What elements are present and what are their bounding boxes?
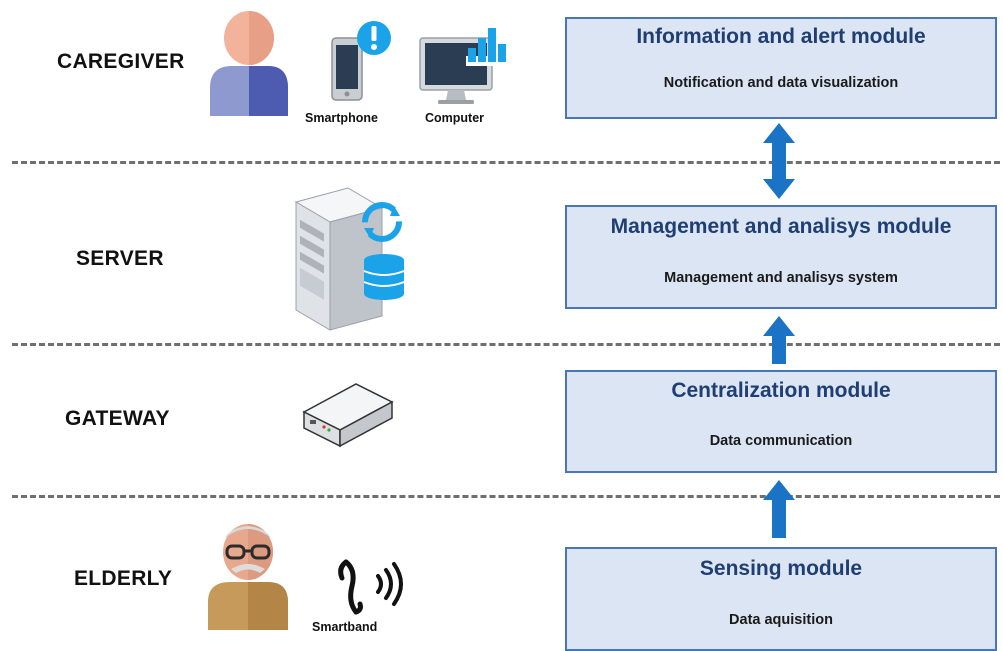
smartband-label: Smartband (312, 620, 378, 634)
information-alert-module-title: Information and alert module (636, 25, 926, 48)
smartphone-label: Smartphone (305, 111, 378, 125)
bidirectional-arrow-icon (763, 123, 795, 199)
information-alert-module-subtitle: Notification and data visualization (663, 75, 899, 91)
management-analysis-module-subtitle: Management and analisys system (664, 270, 898, 286)
computer-icon (419, 28, 506, 104)
sensing-module: Sensing module Data aquisition (565, 547, 997, 651)
sensing-module-subtitle: Data aquisition (729, 612, 833, 628)
layer-label-elderly: ELDERLY (74, 567, 173, 590)
gateway-router-icon (302, 383, 394, 448)
information-alert-module: Information and alert module Notificatio… (565, 17, 997, 119)
centralization-module: Centralization module Data communication (565, 370, 997, 473)
layer-label-caregiver: CAREGIVER (57, 50, 185, 73)
layer-label-server: SERVER (76, 247, 164, 270)
layer-label-gateway: GATEWAY (65, 407, 170, 430)
divider-gateway-elderly (12, 495, 1000, 498)
computer-label: Computer (425, 111, 485, 125)
divider-caregiver-server (12, 161, 1000, 164)
smartband-icon (338, 559, 403, 615)
management-analysis-module-title: Management and analisys module (610, 215, 952, 238)
elderly-person-icon (208, 524, 288, 630)
divider-server-gateway (12, 343, 1000, 346)
sensing-module-title: Sensing module (699, 557, 863, 580)
smartphone-icon (331, 21, 391, 101)
management-analysis-module: Management and analisys module Managemen… (565, 205, 997, 309)
server-icon (294, 187, 405, 331)
centralization-module-subtitle: Data communication (709, 433, 853, 449)
up-arrow-icon-1 (763, 316, 795, 364)
centralization-module-title: Centralization module (671, 379, 891, 402)
up-arrow-icon-2 (763, 480, 795, 538)
caregiver-person-icon (210, 11, 288, 116)
